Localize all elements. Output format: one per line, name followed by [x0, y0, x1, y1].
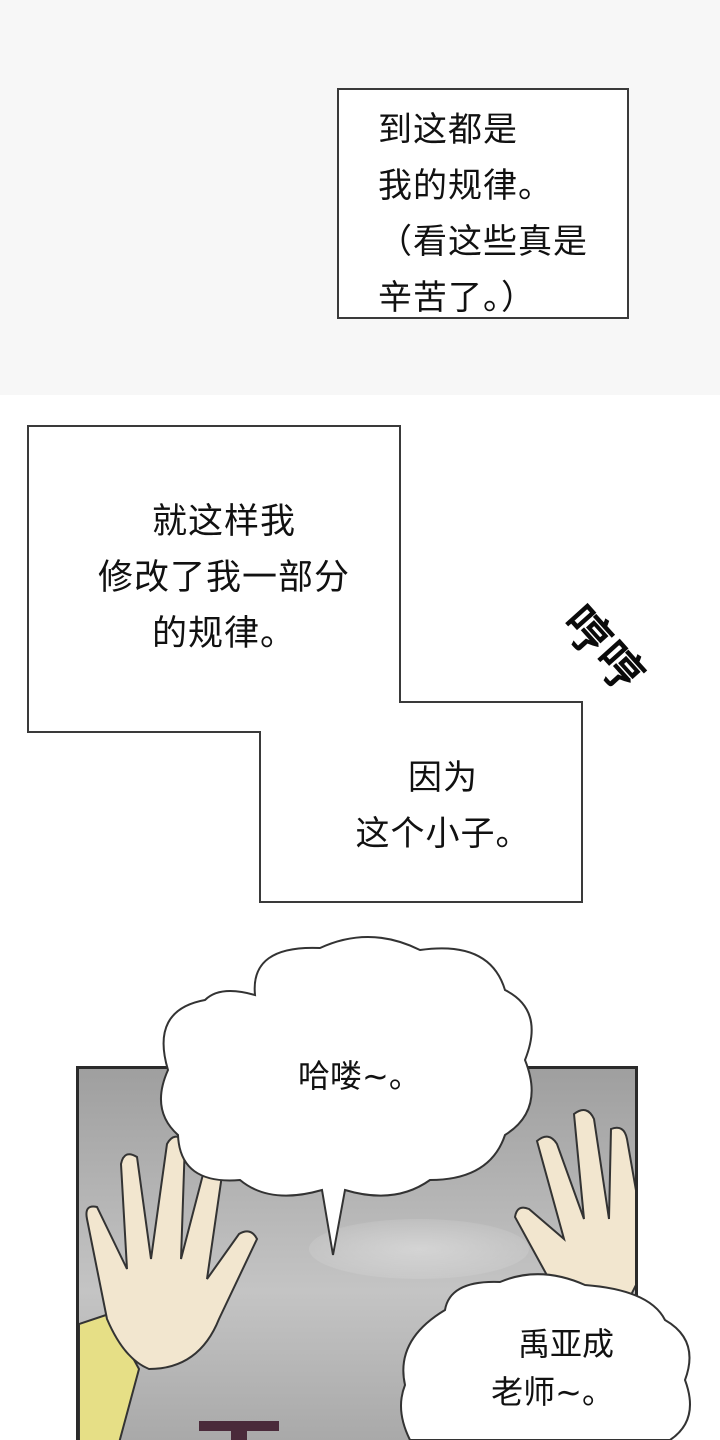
speech-text-hello: 哈喽~。 [298, 1057, 421, 1095]
caption-text-because: 因为 这个小子。 [355, 758, 531, 854]
caption-box-stepped [27, 425, 583, 903]
speech-bubble-teacher-shape [400, 1273, 691, 1440]
speech-text-teacher: 禹亚成 老师~。 [491, 1325, 614, 1411]
caption-text-rules: 到这都是 我的规律。 （看这些真是 辛苦了。） [378, 110, 588, 318]
caption-text-modified: 就这样我 修改了我一部分 的规律。 [97, 502, 350, 654]
partial-sign [199, 1421, 279, 1440]
ceiling-glow [309, 1219, 529, 1279]
caption-box-rules [337, 88, 629, 319]
